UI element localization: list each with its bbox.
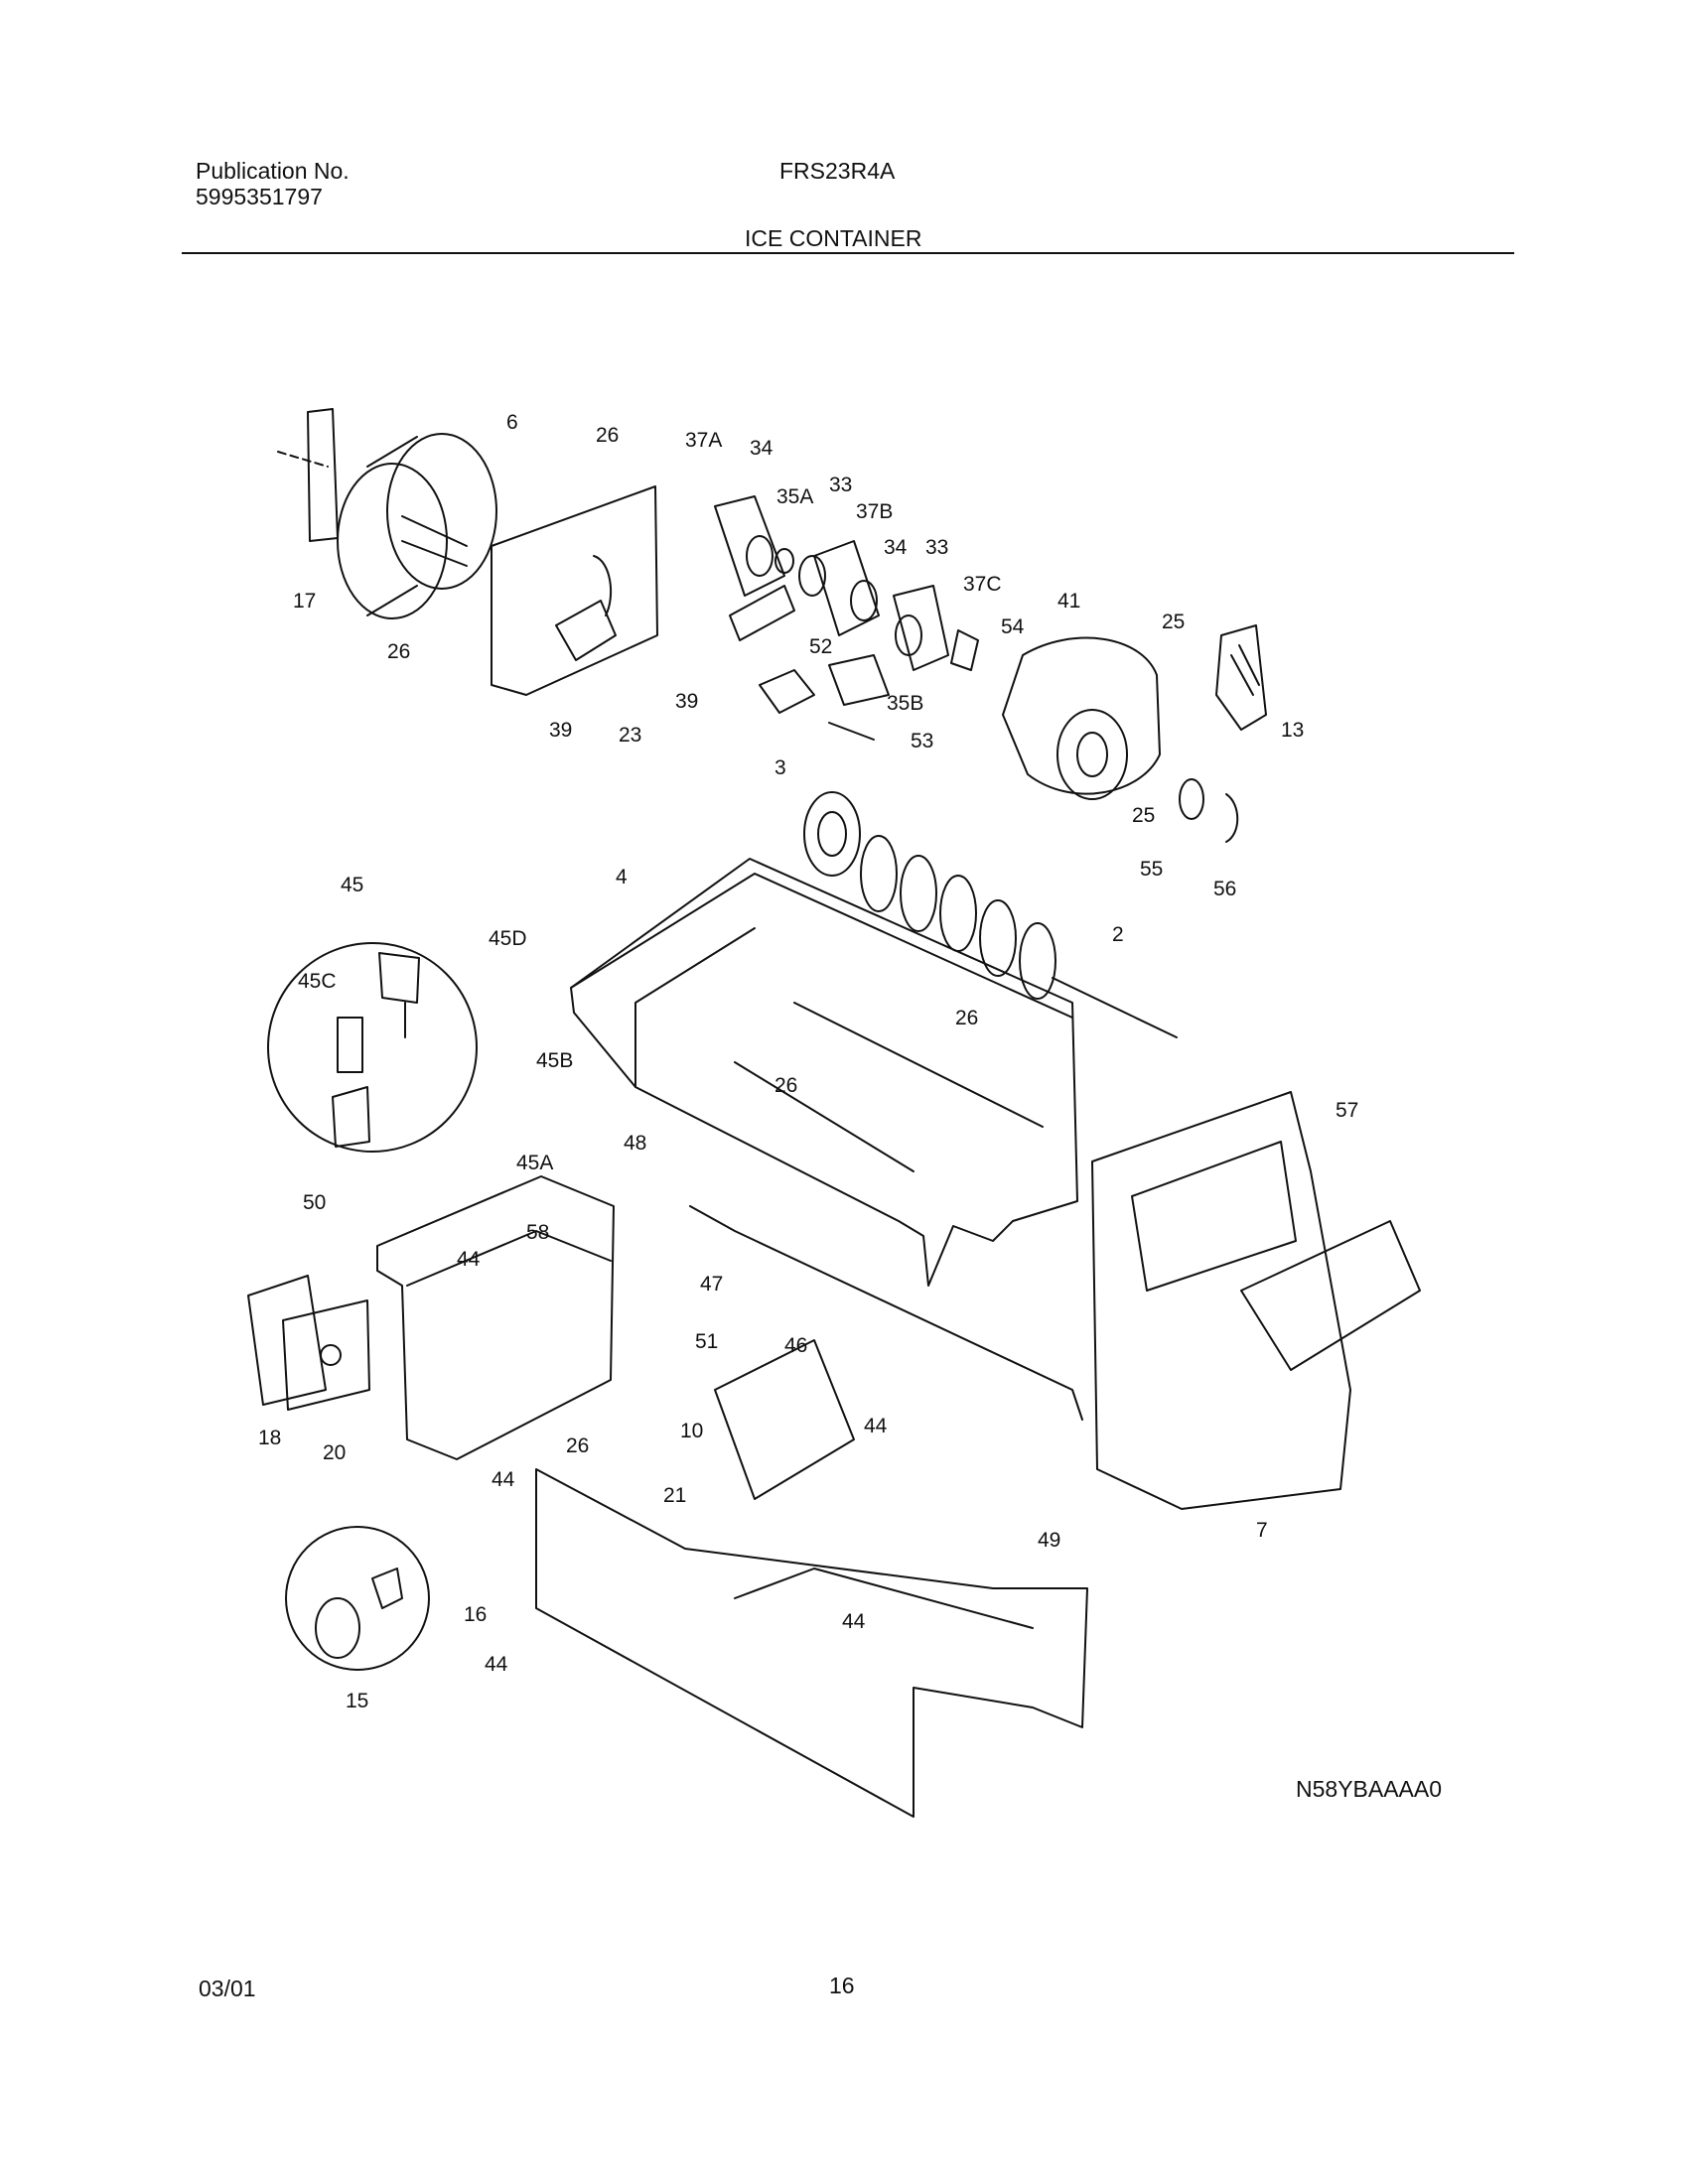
callout-13: 13 xyxy=(1281,719,1304,742)
callout-26e: 26 xyxy=(566,1434,589,1457)
callout-46: 46 xyxy=(784,1334,807,1357)
callout-50: 50 xyxy=(303,1191,326,1214)
callout-55: 55 xyxy=(1140,858,1163,881)
callout-39b: 39 xyxy=(549,719,572,742)
callout-37C: 37C xyxy=(963,573,1002,596)
section-title: ICE CONTAINER xyxy=(745,225,922,251)
model-number: FRS23R4A xyxy=(779,158,896,184)
callout-49: 49 xyxy=(1038,1529,1060,1552)
callout-33: 33 xyxy=(829,474,852,496)
callout-44c: 44 xyxy=(492,1468,515,1491)
callout-35B: 35B xyxy=(887,692,923,715)
callout-44e: 44 xyxy=(485,1653,508,1676)
callout-51: 51 xyxy=(695,1330,718,1353)
part-3-auger-drive xyxy=(803,791,861,877)
callout-21: 21 xyxy=(663,1484,686,1507)
diagram-code: N58YBAAAA0 xyxy=(1296,1776,1442,1802)
part-52-53 xyxy=(759,669,875,741)
part-41-housing xyxy=(1002,636,1161,800)
callout-52: 52 xyxy=(809,635,832,658)
callout-53: 53 xyxy=(911,730,933,752)
part-15-16-inset xyxy=(285,1526,430,1671)
callout-18: 18 xyxy=(258,1427,281,1449)
callout-58: 58 xyxy=(526,1221,549,1244)
callout-44: 44 xyxy=(457,1248,481,1271)
callout-2: 2 xyxy=(1112,923,1124,946)
callout-labels: 6 26 37A 34 35A 33 37B 34 33 37C 41 25 5… xyxy=(258,411,1358,1712)
callout-44d: 44 xyxy=(842,1610,866,1633)
callout-48: 48 xyxy=(624,1132,646,1155)
part-17-flap xyxy=(277,408,339,542)
callout-4: 4 xyxy=(616,866,628,888)
crusher-blades xyxy=(714,495,979,706)
callout-26b: 26 xyxy=(387,640,410,663)
callout-34: 34 xyxy=(750,437,774,460)
part-45-inset xyxy=(267,942,478,1153)
part-56-clip xyxy=(1225,793,1239,843)
header-rule xyxy=(182,252,1514,254)
publication-label: Publication No. xyxy=(196,158,350,184)
callout-37B: 37B xyxy=(856,500,893,523)
callout-56: 56 xyxy=(1213,878,1236,900)
part-55-ring xyxy=(1179,778,1204,820)
callout-6: 6 xyxy=(506,411,518,434)
footer-date: 03/01 xyxy=(199,1976,256,2001)
part-7-chute-door xyxy=(1091,1091,1421,1510)
callout-26d: 26 xyxy=(774,1074,797,1097)
callout-39: 39 xyxy=(675,690,698,713)
callout-45D: 45D xyxy=(489,927,527,950)
callout-20: 20 xyxy=(323,1441,346,1464)
callout-3: 3 xyxy=(774,756,786,779)
part-4-ice-bin xyxy=(570,858,1078,1287)
callout-35A: 35A xyxy=(776,485,813,508)
callout-45: 45 xyxy=(341,874,363,896)
part-49-tray xyxy=(535,1339,1088,1818)
callout-25: 25 xyxy=(1162,611,1185,633)
part-2-auger-spiral xyxy=(860,835,1178,1038)
part-13-shield xyxy=(1215,624,1267,731)
callout-45B: 45B xyxy=(536,1049,573,1072)
callout-25b: 25 xyxy=(1132,804,1155,827)
footer-page-number: 16 xyxy=(829,1973,855,1998)
callout-54: 54 xyxy=(1001,615,1025,638)
callout-57: 57 xyxy=(1336,1099,1358,1122)
part-6-auger-drum xyxy=(337,433,497,619)
callout-26: 26 xyxy=(596,424,619,447)
part-23-bracket-plate xyxy=(491,485,658,696)
part-46-rod xyxy=(689,1205,1083,1421)
callout-37A: 37A xyxy=(685,429,722,452)
callout-15: 15 xyxy=(346,1690,368,1712)
callout-26c: 26 xyxy=(955,1007,978,1029)
part-18-motor xyxy=(247,1275,370,1411)
callout-16: 16 xyxy=(464,1603,487,1626)
callout-47: 47 xyxy=(700,1273,723,1296)
callout-17: 17 xyxy=(293,590,316,613)
callout-34b: 34 xyxy=(884,536,908,559)
callout-7: 7 xyxy=(1256,1519,1268,1542)
callout-33b: 33 xyxy=(925,536,948,559)
part-20-motor-bracket xyxy=(376,1175,615,1460)
callout-41: 41 xyxy=(1057,590,1080,613)
callout-44b: 44 xyxy=(864,1415,888,1437)
callout-23: 23 xyxy=(619,724,641,747)
callout-10: 10 xyxy=(680,1420,703,1442)
callout-45C: 45C xyxy=(298,970,337,993)
callout-45A: 45A xyxy=(516,1152,553,1174)
publication-number: 5995351797 xyxy=(196,184,323,209)
